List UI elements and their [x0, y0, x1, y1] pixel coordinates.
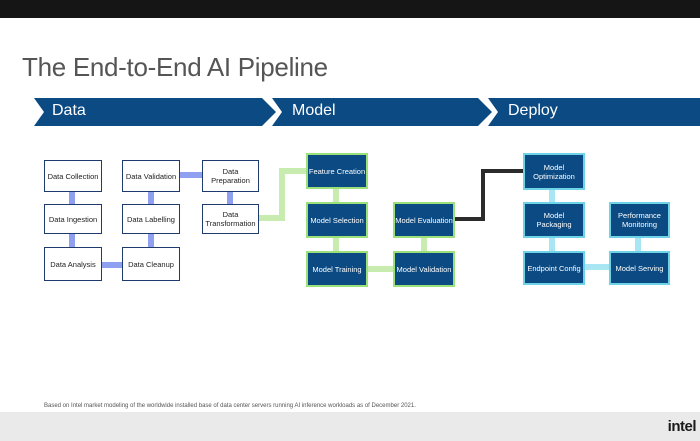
connector-endpoint-serving: [585, 264, 609, 270]
box-data-ingestion: Data Ingestion: [44, 204, 102, 234]
box-data-labelling: Data Labelling: [122, 204, 180, 234]
box-data-cleanup: Data Cleanup: [122, 247, 180, 281]
box-model-validation: Model Validation: [393, 251, 455, 287]
stage-arrow-model: [272, 98, 492, 126]
box-model-packaging: Model Packaging: [523, 202, 585, 238]
box-data-preparation: Data Preparation: [202, 160, 259, 192]
connector-evaluation-optimization: [455, 169, 523, 221]
footnote: Based on Intel market modeling of the wo…: [44, 403, 416, 409]
stage-arrow-data: [34, 98, 276, 126]
connector-selection-training: [333, 238, 339, 252]
box-data-analysis: Data Analysis: [44, 247, 102, 281]
box-model-selection: Model Selection: [306, 202, 368, 238]
top-bar: [0, 0, 700, 18]
box-feature-creation: Feature Creation: [306, 153, 368, 189]
box-data-transformation: Data Transformation: [202, 204, 259, 234]
stage-banner: [34, 98, 700, 126]
stage-label-model: Model: [292, 102, 336, 119]
connector-analysis-cleanup: [101, 262, 123, 268]
intel-logo: intel: [667, 418, 697, 435]
connector-ingestion-analysis: [69, 232, 75, 248]
connector-transformation-feature: [259, 168, 306, 221]
box-model-training: Model Training: [306, 251, 368, 287]
stage-label-data: Data: [52, 102, 86, 119]
stage-arrow-deploy: [488, 98, 700, 126]
stage-label-deploy: Deploy: [508, 102, 558, 119]
box-endpoint-config: Endpoint Config: [523, 251, 585, 285]
box-model-serving: Model Serving: [609, 251, 670, 285]
connector-packaging-endpoint: [549, 238, 555, 252]
slide-title: The End-to-End AI Pipeline: [22, 52, 328, 82]
connector-evaluation-validation: [421, 238, 427, 252]
box-data-collection: Data Collection: [44, 160, 102, 192]
connector-labelling-cleanup: [148, 232, 154, 248]
box-model-optimization: Model Optimization: [523, 153, 585, 190]
bottom-bar: [0, 412, 700, 441]
box-data-validation: Data Validation: [122, 160, 180, 192]
connector-serving-monitoring: [635, 238, 641, 252]
connector-training-validation: [368, 266, 393, 272]
connector-validation-preparation: [180, 172, 202, 178]
box-performance-monitoring: Performance Monitoring: [609, 202, 670, 238]
box-model-evaluation: Model Evaluation: [393, 202, 455, 238]
